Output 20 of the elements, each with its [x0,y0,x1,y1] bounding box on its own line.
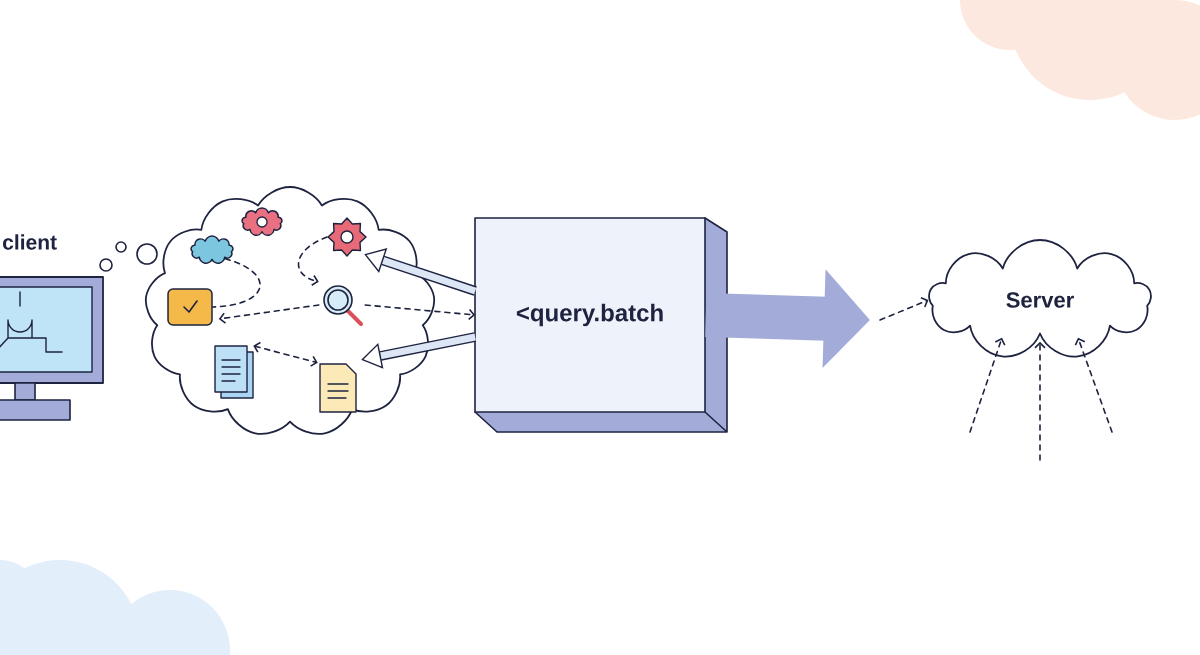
dashed-arrow [364,304,476,321]
cloud-icon [190,235,234,264]
dashed-arrow [297,236,328,287]
magnifier-icon [323,285,363,326]
dashed-arrow [253,341,318,367]
chat-cloud-icon [241,207,283,236]
dashed-arrow [969,337,1006,433]
dashed-arrow [1034,341,1046,461]
document-stack-icon [214,345,254,399]
monitor-drawing [0,276,104,421]
document-icon [319,363,357,413]
client-label: client [3,234,57,250]
shield-check-icon [167,288,213,326]
gear-icon [327,217,367,257]
batch-box: <query.batch [474,217,706,413]
server-cloud: Server [928,239,1152,358]
dashed-arrow [1074,337,1113,433]
dashed-arrow [218,304,320,324]
dashed-arrow [879,296,929,321]
block-arrow [361,332,477,369]
